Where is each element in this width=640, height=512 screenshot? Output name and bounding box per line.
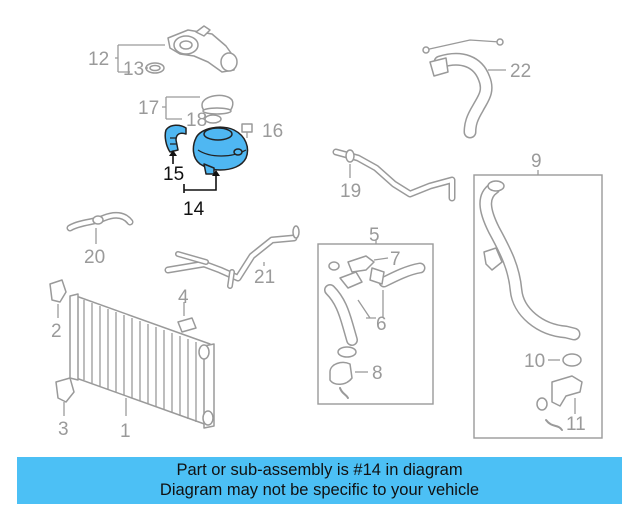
- part-9-lower-hose[interactable]: [479, 180, 581, 341]
- callout-3[interactable]: 3: [58, 419, 69, 440]
- callout-1[interactable]: 1: [120, 421, 131, 442]
- callout-8[interactable]: 8: [372, 363, 383, 384]
- callout-14[interactable]: 14: [183, 199, 205, 220]
- part-11-connector[interactable]: [536, 375, 583, 431]
- part-14-expansion-tank[interactable]: [192, 126, 249, 175]
- callout-6[interactable]: 6: [376, 314, 387, 335]
- callout-5[interactable]: 5: [369, 225, 380, 246]
- part-7-sensor[interactable]: [328, 255, 375, 273]
- parts-diagram: 12 13 22 17 18 16 15 14: [49, 25, 603, 442]
- part-20-hose[interactable]: [66, 211, 134, 232]
- callout-10[interactable]: 10: [524, 351, 545, 372]
- callout-17[interactable]: 17: [138, 98, 159, 119]
- part-10-flange[interactable]: [562, 353, 582, 367]
- part-8-flange[interactable]: [329, 346, 357, 399]
- callout-21[interactable]: 21: [254, 267, 275, 288]
- banner-line-2: Diagram may not be specific to your vehi…: [159, 481, 480, 499]
- part-3-mount[interactable]: [55, 377, 75, 403]
- callout-19[interactable]: 19: [340, 181, 361, 202]
- callout-13[interactable]: 13: [123, 59, 144, 80]
- leader-14: [183, 174, 217, 193]
- callout-16[interactable]: 16: [262, 121, 283, 142]
- callout-11[interactable]: 11: [566, 414, 586, 435]
- part-19-pipe[interactable]: [332, 148, 456, 202]
- leader-7: [373, 257, 389, 261]
- callout-15[interactable]: 15: [163, 164, 184, 185]
- leader-17-18: [162, 96, 200, 120]
- callout-22[interactable]: 22: [510, 61, 531, 82]
- callout-4[interactable]: 4: [178, 287, 189, 308]
- part-4-plug[interactable]: [177, 317, 197, 333]
- arrow-14: [212, 170, 220, 176]
- callout-2[interactable]: 2: [51, 321, 62, 342]
- part-17-cap[interactable]: [201, 94, 234, 115]
- arrow-15: [169, 150, 177, 156]
- callout-12[interactable]: 12: [88, 49, 109, 70]
- callout-7[interactable]: 7: [390, 249, 401, 270]
- part-2-bracket[interactable]: [49, 279, 67, 303]
- leader-6: [357, 290, 384, 319]
- leader-12: [115, 44, 165, 73]
- callout-9[interactable]: 9: [531, 151, 542, 172]
- callout-18[interactable]: 18: [186, 110, 207, 131]
- part-16-bolt[interactable]: [241, 123, 253, 138]
- part-18-seal[interactable]: [204, 114, 222, 124]
- part-6-hose[interactable]: [324, 262, 426, 346]
- info-banner: Part or sub-assembly is #14 in diagram D…: [17, 457, 622, 504]
- part-21-pipe[interactable]: [164, 225, 300, 289]
- part-1-radiator[interactable]: [69, 293, 215, 429]
- part-12-13-thermostat-housing[interactable]: [145, 25, 238, 74]
- banner-line-1: Part or sub-assembly is #14 in diagram: [176, 461, 463, 479]
- part-15-hose[interactable]: [164, 124, 187, 153]
- part-22-upper-hose[interactable]: [422, 38, 504, 139]
- callout-20[interactable]: 20: [84, 247, 105, 268]
